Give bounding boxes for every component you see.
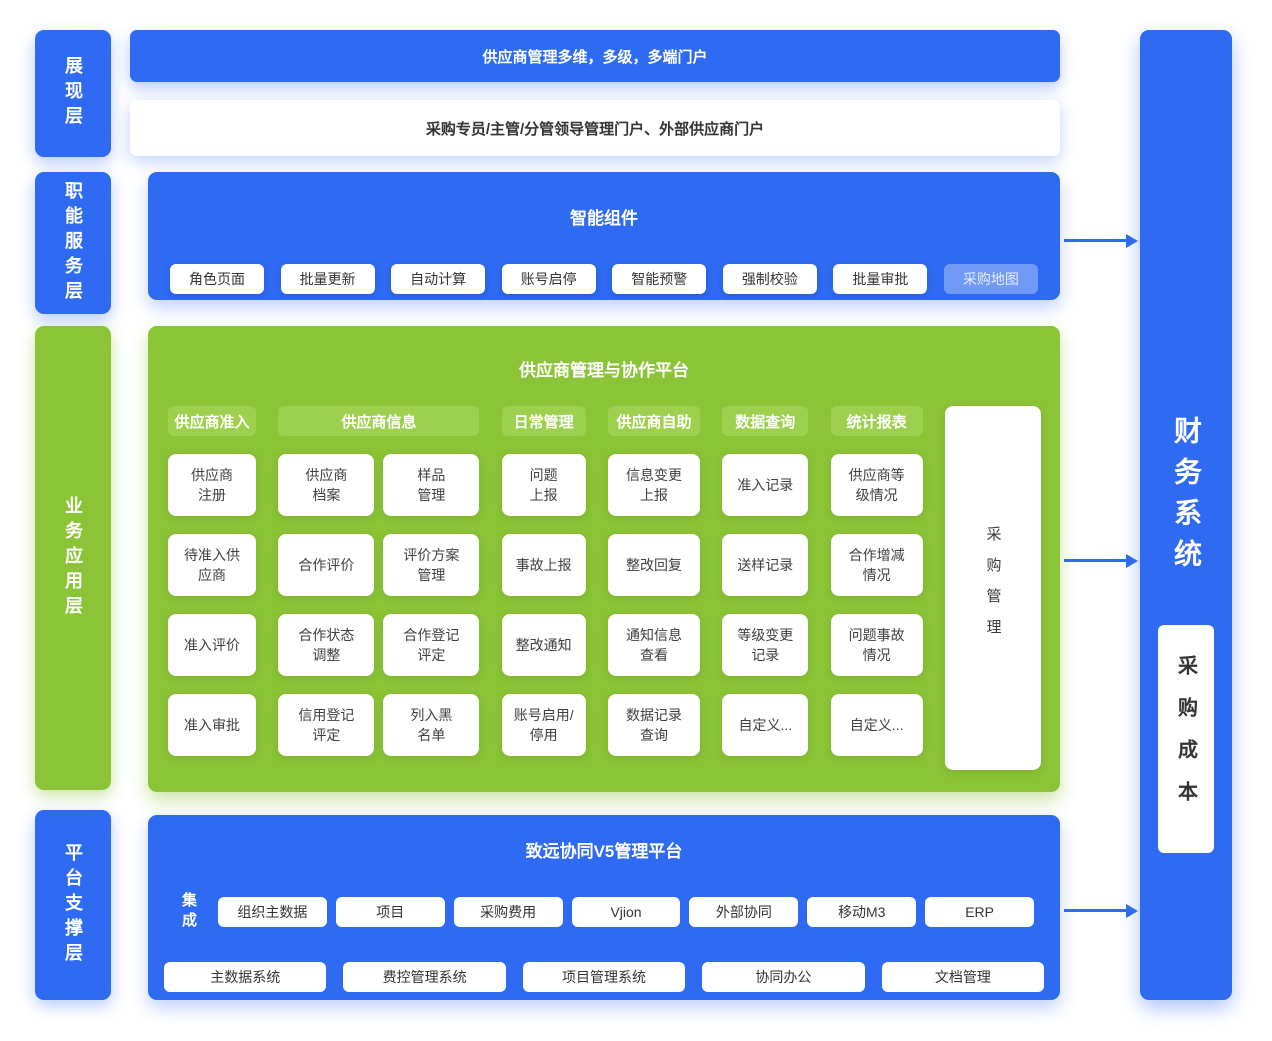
layer-label-function-service: 职能服务层 [35,172,111,314]
integration-label: 集成 [180,892,197,932]
integration-chip: 项目 [335,897,445,927]
layer-label-text: 职能服务层 [63,180,83,306]
module-card: 合作评价 [278,534,375,596]
base-platform-title: 致远协同V5管理平台 [525,842,683,861]
column-header: 数据查询 [722,406,809,436]
column-cards: 供应商 注册待准入供 应商准入评价准入审批 [168,454,256,756]
column-header: 统计报表 [830,406,923,436]
column-cards: 供应商等 级情况合作增减 情况问题事故 情况自定义... [830,454,923,756]
system-chip: 主数据系统 [164,962,327,992]
column-header: 供应商信息 [278,406,480,436]
column-cards: 问题 上报事故上报整改通知账号启用/ 停用 [501,454,586,756]
flow-arrow-smart-to-finance [1064,233,1138,248]
column-header: 供应商自助 [607,406,700,436]
base-platform-panel: 致远协同V5管理平台 集成 组织主数据项目采购费用 Vjion 外部协同移动M3 ER… [148,815,1060,1000]
smart-component-chip: 智能预警 [612,264,707,294]
integration-chip: 组织主数据 [218,897,327,927]
integration-chip: ERP [925,897,1035,927]
module-card: 自定义... [830,694,923,756]
smart-component-chip: 强制校验 [722,264,817,294]
smart-component-chip: 采购地图 [943,264,1038,294]
module-card: 问题事故 情况 [830,614,923,676]
integration-chip: 移动M3 [807,897,917,927]
portal-top-banner: 供应商管理多维，多级，多端门户 [130,30,1060,82]
module-card: 信用登记 评定 [278,694,375,756]
smart-component-chip: 账号启停 [501,264,596,294]
integration-row: 集成 组织主数据项目采购费用 Vjion 外部协同移动M3 ERP [148,892,1060,932]
column-statistics-report: 统计报表 供应商等 级情况合作增减 情况问题事故 情况自定义... [830,406,923,756]
integration-buttons: 组织主数据项目采购费用 Vjion 外部协同移动M3 ERP [218,897,1035,927]
module-card: 列入黑 名单 [383,694,480,756]
systems-row: 主数据系统费控管理系统项目管理系统协同办公文档管理 [148,962,1060,992]
column-cards: 信息变更 上报整改回复通知信息 查看数据记录 查询 [607,454,700,756]
module-card: 账号启用/ 停用 [501,694,586,756]
procurement-cost-label: 采购成本 [1174,655,1197,823]
column-supplier-admission: 供应商准入 供应商 注册待准入供 应商准入评价准入审批 [168,406,256,756]
layer-label-text: 展现层 [63,56,83,131]
module-card: 样品 管理 [383,454,480,516]
module-card: 供应商 注册 [168,454,256,516]
column-cards: 准入记录送样记录等级变更 记录自定义... [722,454,809,756]
layer-label-text: 平台支撑层 [63,842,83,968]
column-cards: 供应商 档案样品 管理合作评价评价方案 管理合作状态 调整合作登记 评定信用登记… [278,454,480,756]
module-card: 准入审批 [168,694,256,756]
module-card: 准入评价 [168,614,256,676]
module-card: 信息变更 上报 [607,454,700,516]
module-card: 合作状态 调整 [278,614,375,676]
layer-label-text: 业务应用层 [63,495,83,621]
supplier-platform-panel: 供应商管理与协作平台 供应商准入 供应商 注册待准入供 应商准入评价准入审批 供… [148,326,1060,792]
smart-component-chip: 批量更新 [280,264,375,294]
procurement-management-panel: 采购管理 [944,406,1041,770]
portal-sub-banner: 采购专员/主管/分管领导管理门户、外部供应商门户 [130,100,1060,156]
layer-label-presentation: 展现层 [35,30,111,157]
smart-component-chip: 批量审批 [833,264,928,294]
module-card: 供应商等 级情况 [830,454,923,516]
column-header: 供应商准入 [168,406,256,436]
procurement-cost-box: 采购成本 [1158,625,1214,853]
column-data-query: 数据查询 准入记录送样记录等级变更 记录自定义... [722,406,809,756]
module-card: 整改回复 [607,534,700,596]
flow-arrow-platform-to-finance [1064,553,1138,568]
column-supplier-information: 供应商信息 供应商 档案样品 管理合作评价评价方案 管理合作状态 调整合作登记 … [278,406,480,756]
module-card: 评价方案 管理 [383,534,480,596]
system-chip: 文档管理 [881,962,1045,992]
smart-component-chip: 角色页面 [170,264,264,294]
module-card: 通知信息 查看 [607,614,700,676]
module-card: 合作登记 评定 [383,614,480,676]
module-card: 问题 上报 [501,454,586,516]
smart-components-panel: 智能组件 角色页面 批量更新 自动计算 账号启停 智能预警 强制校验 批量审批 … [148,172,1060,300]
system-chip: 项目管理系统 [522,962,686,992]
finance-system-bar: 财务系统 采购成本 [1140,30,1232,1000]
module-card: 事故上报 [501,534,586,596]
module-card: 待准入供 应商 [168,534,256,596]
layer-label-platform-support: 平台支撑层 [35,810,111,1000]
module-card: 合作增减 情况 [830,534,923,596]
system-chip: 费控管理系统 [343,962,506,992]
layer-label-business-application: 业务应用层 [35,326,111,790]
smart-components-button-row: 角色页面 批量更新 自动计算 账号启停 智能预警 强制校验 批量审批 采购地图 [148,264,1060,294]
column-daily-management: 日常管理 问题 上报事故上报整改通知账号启用/ 停用 [501,406,586,756]
integration-chip: 外部协同 [689,897,799,927]
integration-chip: Vjion [571,897,681,927]
module-card: 供应商 档案 [278,454,375,516]
column-supplier-self-service: 供应商自助 信息变更 上报整改回复通知信息 查看数据记录 查询 [607,406,700,756]
smart-component-chip: 自动计算 [391,264,486,294]
module-card: 准入记录 [722,454,809,516]
module-card: 自定义... [722,694,809,756]
module-card: 整改通知 [501,614,586,676]
system-chip: 协同办公 [702,962,865,992]
supplier-platform-columns: 供应商准入 供应商 注册待准入供 应商准入评价准入审批 供应商信息 供应商 档案… [148,381,1060,770]
column-header: 日常管理 [501,406,586,436]
procurement-management-label: 采购管理 [984,526,1002,650]
module-card: 等级变更 记录 [722,614,809,676]
flow-arrow-base-to-finance [1064,903,1138,918]
module-card: 数据记录 查询 [607,694,700,756]
supplier-platform-title: 供应商管理与协作平台 [519,361,689,380]
module-card: 送样记录 [722,534,809,596]
finance-system-title: 财务系统 [1171,416,1202,580]
smart-components-title: 智能组件 [570,209,638,228]
integration-chip: 采购费用 [453,897,563,927]
